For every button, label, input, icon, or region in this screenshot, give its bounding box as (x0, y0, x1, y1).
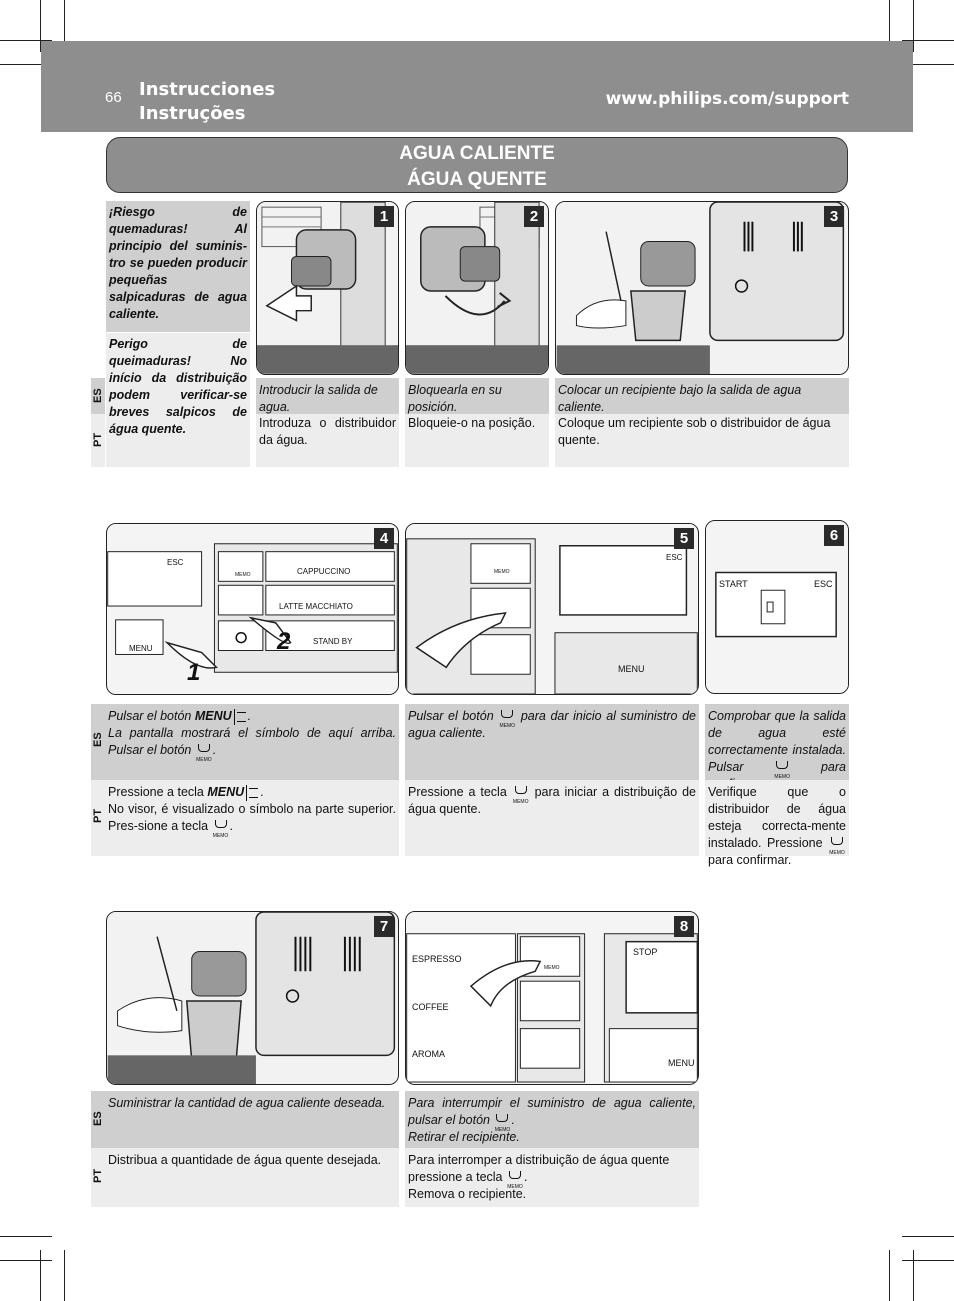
crop-mark (40, 1250, 41, 1301)
step-number: 3 (824, 206, 844, 227)
memo-label: MEMO (235, 572, 251, 578)
step-2-caption-es: Bloquearla en su posición. (405, 378, 549, 414)
crop-mark (889, 0, 890, 52)
memo-label: MEMO (494, 569, 510, 575)
display-start-label: START (719, 579, 748, 589)
step-6-caption-pt: Verifique que o distribuidor de água est… (705, 780, 849, 867)
menu-icon (233, 708, 248, 725)
step-2-caption-pt: Bloqueie-o na posição. (405, 414, 549, 467)
step-number: 7 (374, 916, 394, 937)
crop-mark (40, 0, 41, 52)
crop-mark (913, 1250, 914, 1301)
warning-es: ¡Riesgo de quemaduras! Al principio del … (106, 201, 250, 332)
aroma-label: AROMA (412, 1049, 446, 1059)
lang-label-pt: PT (91, 780, 105, 856)
memo-label: MEMO (544, 965, 560, 971)
crop-mark (902, 40, 954, 41)
step-7-caption-pt: Distribua a quantidade de água quente de… (105, 1148, 399, 1207)
menu-icon (246, 784, 260, 801)
step-6-illustration: START ESC 6 (705, 520, 849, 694)
step-2-illustration: 2 (405, 201, 549, 375)
crop-mark (889, 1250, 890, 1301)
crop-mark (0, 64, 52, 65)
step-7-illustration: 7 (106, 911, 399, 1085)
header-title-pt: Instruções (139, 103, 246, 124)
step-4-caption-es: Pulsar el botón MENU. La pantalla mostra… (105, 704, 399, 780)
step-number: 1 (374, 206, 394, 227)
step-3-caption-pt: Coloque um recipiente sob o distribuidor… (555, 414, 849, 467)
step-number: 2 (524, 206, 544, 227)
hot-water-button-icon (773, 760, 791, 786)
crop-mark (0, 1260, 52, 1261)
step-number: 8 (674, 916, 694, 937)
hot-water-button-icon (498, 709, 516, 735)
crop-mark (902, 1236, 954, 1237)
hot-water-button-icon (512, 785, 530, 811)
coffee-label: COFFEE (412, 1002, 449, 1012)
step-number: 4 (374, 528, 394, 549)
crop-mark (902, 1260, 954, 1261)
lang-label-es: ES (91, 378, 105, 414)
hand-number-2: 2 (277, 628, 291, 655)
display-esc-label: ESC (167, 558, 184, 567)
step-5-caption-es: Pulsar el botón para dar inicio al sumin… (405, 704, 699, 780)
step-1-illustration: 1 (256, 201, 399, 375)
section-title-es: AGUA CALIENTE (399, 143, 555, 164)
step-8-caption-pt: Para interromper a distribuição de água … (405, 1148, 699, 1207)
support-url[interactable]: www.philips.com/support (605, 89, 849, 109)
crop-mark (913, 0, 914, 52)
display-esc-label: ESC (814, 579, 833, 589)
section-title: AGUA CALIENTE ÁGUA QUENTE (106, 137, 848, 193)
hand-number-1: 1 (187, 659, 201, 686)
page-header: 66 Instrucciones Instruções www.philips.… (41, 41, 913, 132)
menu-button-label: MENU (618, 664, 645, 674)
step-number: 5 (674, 528, 694, 549)
step-3-caption-es: Colocar un recipiente bajo la salida de … (555, 378, 849, 414)
step-number: 6 (824, 525, 844, 546)
crop-mark (902, 64, 954, 65)
step-1-caption-pt: Introduza o distribuidor da água. (256, 414, 399, 467)
display-stop-label: STOP (633, 947, 658, 957)
lang-label-es: ES (91, 704, 105, 780)
warning-pt: Perigo de queimaduras! No início da dist… (106, 333, 250, 467)
step-5-illustration: ESC MENU MEMO 5 (405, 523, 699, 695)
step-3-illustration: 3 (555, 201, 849, 375)
cappuccino-label: CAPPUCCINO (297, 567, 351, 576)
espresso-label: ESPRESSO (412, 954, 462, 964)
crop-mark (64, 0, 65, 52)
lang-label-es: ES (91, 1091, 105, 1148)
hot-water-button-icon (493, 1113, 511, 1139)
step-4-illustration: ESC MENU CAPPUCCINO LATTE MACCHIATO STAN… (106, 523, 399, 695)
memo-button-icon (212, 819, 230, 845)
lang-label-pt: PT (91, 1148, 105, 1207)
section-title-pt: ÁGUA QUENTE (407, 169, 547, 190)
step-5-caption-pt: Pressione a tecla para iniciar a distrib… (405, 780, 699, 856)
crop-mark (0, 40, 52, 41)
crop-mark (64, 1250, 65, 1301)
stand-by-label: STAND BY (313, 637, 353, 646)
page-number: 66 (105, 89, 122, 106)
crop-mark (0, 1236, 52, 1237)
hot-water-button-icon (506, 1170, 524, 1196)
step-7-caption-es: Suministrar la cantidad de agua caliente… (105, 1091, 399, 1148)
menu-button-label: MENU (668, 1058, 695, 1068)
step-6-caption-es: Comprobar que la salida de agua esté cor… (705, 704, 849, 791)
menu-button-label: MENU (129, 644, 153, 653)
step-1-caption-es: Introducir la salida de agua. (256, 378, 399, 414)
step-8-illustration: ESPRESSO COFFEE AROMA STOP MENU MEMO 8 (405, 911, 699, 1085)
memo-button-icon (195, 743, 213, 769)
hot-water-button-icon (828, 836, 846, 862)
step-8-caption-es: Para interrumpir el suministro de agua c… (405, 1091, 699, 1148)
latte-macchiato-label: LATTE MACCHIATO (279, 602, 353, 611)
lang-label-pt: PT (91, 414, 105, 467)
header-title-es: Instrucciones (139, 79, 276, 100)
step-4-caption-pt: Pressione a tecla MENU. No visor, é visu… (105, 780, 399, 856)
display-esc-label: ESC (666, 553, 683, 562)
